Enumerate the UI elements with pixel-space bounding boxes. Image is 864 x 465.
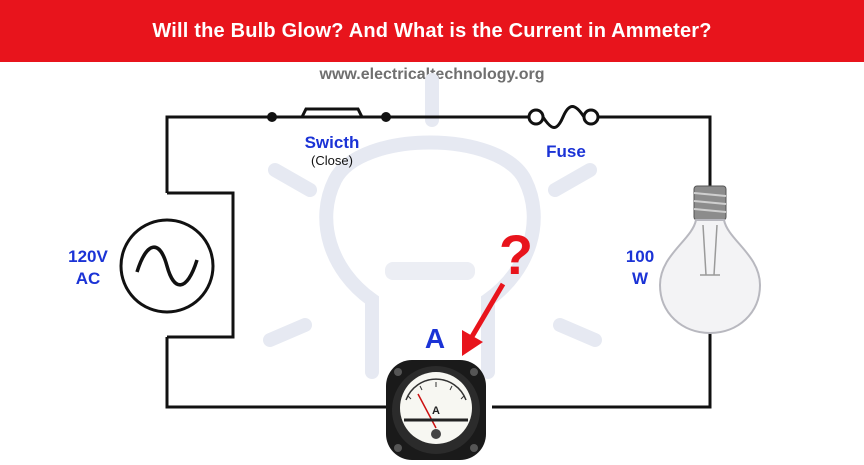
light-bulb-icon (658, 185, 762, 335)
switch-label: Swicth (305, 133, 360, 152)
page-title: Will the Bulb Glow? And What is the Curr… (152, 19, 712, 42)
background-bulb-watermark (263, 73, 602, 379)
bulb-unit-label: W (632, 269, 649, 288)
switch-terminal-right-icon (381, 112, 391, 122)
bulb-power-label: 100 (626, 247, 654, 266)
switch-state-label: (Close) (311, 153, 353, 168)
ammeter-label: A (425, 323, 445, 354)
circuit-wires (165, 115, 712, 409)
switch-blade-icon (300, 107, 364, 118)
red-arrow-icon (462, 282, 506, 356)
watermark-bulb-cap (385, 262, 475, 280)
switch (267, 107, 391, 122)
ammeter-dial-letter: A (432, 405, 440, 417)
source-type-label: AC (76, 269, 101, 288)
ac-source-icon (119, 218, 215, 314)
fuse-label: Fuse (546, 142, 586, 161)
ammeter-icon (386, 360, 486, 460)
question-mark: ? (499, 223, 533, 286)
title-banner: Will the Bulb Glow? And What is the Curr… (0, 0, 864, 62)
fuse-icon (527, 105, 600, 129)
source-voltage-label: 120V (68, 247, 108, 266)
